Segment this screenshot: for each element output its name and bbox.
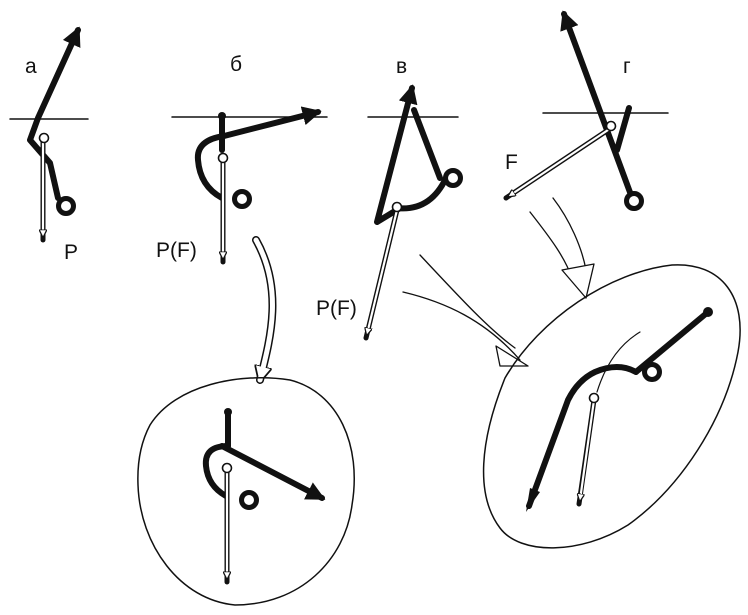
force-label-v: P(F) (316, 297, 357, 320)
zoom-body-v-g (526, 364, 639, 509)
pivot-dot-b (218, 112, 226, 120)
arm-v (411, 107, 443, 181)
curved-limb-b (194, 133, 227, 201)
zoom-outline-v-g (482, 264, 741, 549)
panel-label-a: а (25, 55, 37, 78)
zoom-pivot-dot-b (224, 408, 232, 416)
zoom-thin-curve (596, 331, 641, 393)
zoom-hinge-b (239, 490, 259, 510)
transition-arrow-b (252, 236, 277, 380)
zoom-hinge-v-g (642, 362, 662, 382)
panel-label-b: б (230, 53, 243, 76)
body-a (27, 26, 81, 201)
arm-g (614, 105, 632, 153)
panel-label-g: г (623, 55, 631, 78)
hinge-a (56, 196, 76, 216)
zoom-bar-b (219, 443, 326, 501)
center-of-mass-g (605, 120, 617, 132)
zoom-center-of-mass-v-g (588, 392, 600, 404)
panel-v (363, 84, 463, 341)
panel-a (9, 26, 89, 243)
body-g (560, 10, 634, 198)
hinge-g (624, 191, 644, 211)
center-of-mass-a (38, 132, 50, 144)
force-arrow-v-inner (367, 208, 399, 334)
force-label-a: P (64, 241, 79, 264)
zoom-outline-b (137, 377, 355, 606)
transition-arrow-v (402, 254, 529, 367)
force-label-b: P(F) (156, 239, 197, 262)
force-label-g: F (505, 151, 518, 174)
panel-label-v: в (396, 55, 408, 78)
zoom-ellipse-v-g (482, 264, 741, 549)
center-of-mass-b (217, 152, 229, 164)
upper-bar-b (221, 106, 322, 139)
zoom-force-arrow-v-g-inner (580, 398, 596, 500)
hinge-b (232, 189, 252, 209)
zoom-arm-v-g (633, 309, 711, 375)
body-v (374, 84, 418, 225)
panel-g (503, 10, 669, 211)
hinge-v (443, 168, 463, 188)
force-arrow-g-inner (509, 126, 613, 196)
panel-b (171, 106, 328, 265)
zoom-curved-limb-b (202, 443, 231, 499)
curved-limb-v (393, 175, 449, 212)
transition-arrow-g (529, 197, 595, 299)
zoom-end-dot (703, 307, 713, 317)
zoom-body-tip (526, 488, 540, 512)
center-of-mass-v (391, 201, 403, 213)
zoom-circle-b (137, 377, 355, 606)
zoom-center-of-mass-b (221, 462, 233, 474)
